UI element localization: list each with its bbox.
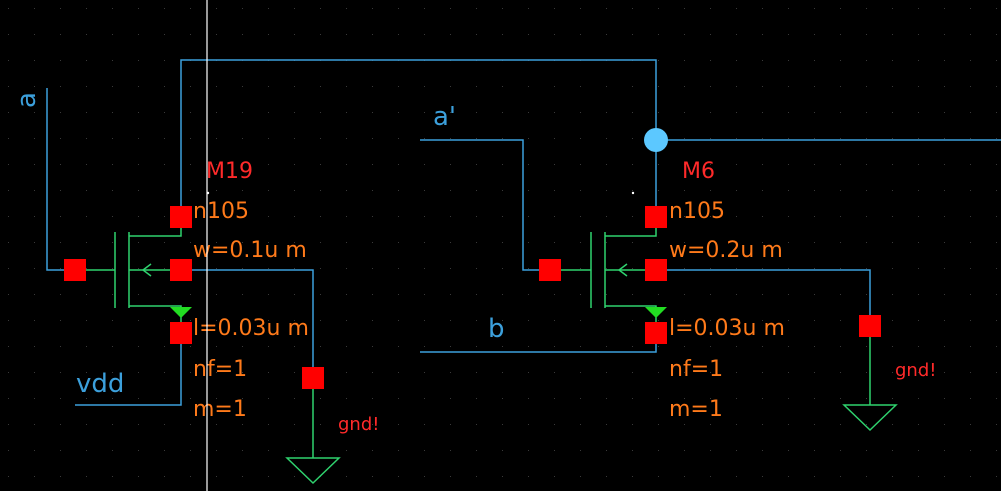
selection-dot xyxy=(631,191,635,195)
instance-name-m6: M6 xyxy=(682,159,715,184)
pins xyxy=(64,206,881,389)
ground-label-1: gnd! xyxy=(338,414,379,435)
model-m19: n105 xyxy=(193,199,249,224)
length-m6: l=0.03u m xyxy=(669,316,785,341)
m19-bulk-arrow xyxy=(141,263,152,277)
pin-square-m6-bulk[interactable] xyxy=(645,259,667,281)
wire-m6-bulk[interactable] xyxy=(656,269,871,326)
width-m19: w=0.1u m xyxy=(193,238,307,263)
length-m19: l=0.03u m xyxy=(193,316,309,341)
pin-square-m19-gate[interactable] xyxy=(64,259,86,281)
wire-m19-drain-top[interactable] xyxy=(180,59,657,217)
wire-m19-bulk[interactable] xyxy=(181,269,314,378)
net-label-vdd[interactable]: vdd xyxy=(76,369,124,399)
pin-square-gnd-2[interactable] xyxy=(859,315,881,337)
pin-square-m6-gate[interactable] xyxy=(539,259,561,281)
m19-source-arrow xyxy=(170,307,192,318)
multiplier-m19: m=1 xyxy=(193,397,247,422)
wire-vdd[interactable] xyxy=(75,333,182,406)
m6-source-arrow xyxy=(645,307,667,318)
model-m6: n105 xyxy=(669,199,725,224)
net-label-a[interactable]: a xyxy=(12,92,42,108)
ground-symbol-icon[interactable] xyxy=(842,337,898,432)
fingers-m6: nf=1 xyxy=(669,357,723,382)
net-junction-dot[interactable] xyxy=(644,128,668,152)
pin-square-m6-drain[interactable] xyxy=(645,206,667,228)
width-m6: w=0.2u m xyxy=(669,238,783,263)
multiplier-m6: m=1 xyxy=(669,397,723,422)
pin-square-gnd-1[interactable] xyxy=(302,367,324,389)
ground-symbol-icon[interactable] xyxy=(285,389,341,485)
instance-name-m19: M19 xyxy=(206,159,253,184)
fingers-m19: nf=1 xyxy=(193,357,247,382)
ground-label-2: gnd! xyxy=(895,360,936,381)
pin-square-m6-source[interactable] xyxy=(645,322,667,344)
wire-a-prime[interactable] xyxy=(420,139,550,271)
pin-square-m19-drain[interactable] xyxy=(170,206,192,228)
pin-square-m19-source[interactable] xyxy=(170,322,192,344)
net-label-b[interactable]: b xyxy=(488,314,505,344)
m6-bulk-arrow xyxy=(617,263,628,277)
grid-dots xyxy=(8,8,997,477)
net-label-a-prime[interactable]: a' xyxy=(433,102,456,132)
pin-square-m19-bulk[interactable] xyxy=(170,259,192,281)
